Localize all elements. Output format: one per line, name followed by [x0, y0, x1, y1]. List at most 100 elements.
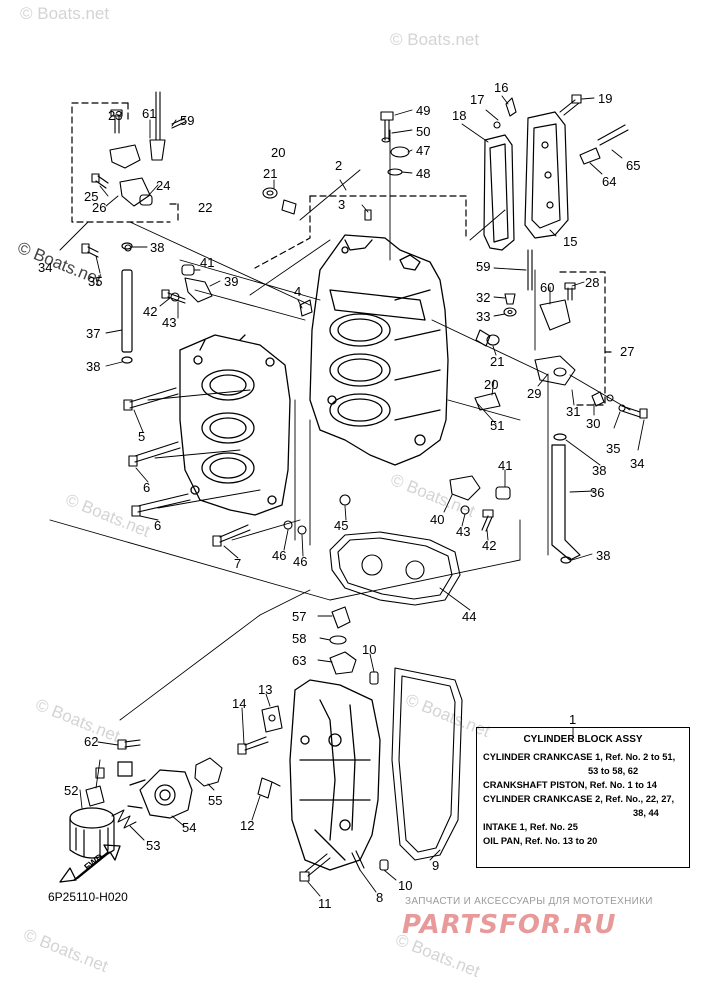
callout-label: 28: [585, 275, 599, 290]
crankcase-part: [179, 334, 291, 516]
callout-label: 57: [292, 609, 306, 624]
gasket-55-part: [194, 757, 223, 787]
callout-label: 10: [362, 642, 376, 657]
callout-label: 23: [108, 108, 122, 123]
callout-label: 14: [232, 696, 246, 711]
callout-label: 58: [292, 631, 306, 646]
callout-label: 61: [142, 106, 156, 121]
callout-label: 18: [452, 108, 466, 123]
callout-label: 59: [180, 113, 194, 128]
callout-label: 27: [620, 344, 634, 359]
callout-layer: 23 61 59 25 26 24 22 20 21 2 3 49 50 47 …: [38, 80, 644, 911]
callout-label: 21: [490, 354, 504, 369]
legend-line: CRANKSHAFT PISTON, Ref. No. 1 to 14: [483, 780, 657, 790]
callout-label: 52: [64, 783, 78, 798]
callout-label: 41: [498, 458, 512, 473]
callout-label: 17: [470, 92, 484, 107]
legend-line: OIL PAN, Ref. No. 13 to 20: [483, 836, 598, 846]
callout-label: 32: [476, 290, 490, 305]
callout-label: 22: [198, 200, 212, 215]
callout-label: 3: [338, 197, 345, 212]
group-22-box: [71, 102, 179, 223]
callout-label: 38: [150, 240, 164, 255]
exhaust-gasket-18-part: [483, 134, 515, 251]
oil-pan-gasket-part: [391, 667, 463, 861]
callout-label: 51: [490, 418, 504, 433]
leader-lines: [49, 129, 631, 721]
callout-leaders: [79, 95, 645, 897]
callout-label: 40: [430, 512, 444, 527]
callout-label: 53: [146, 838, 160, 853]
callout-label: 60: [540, 280, 554, 295]
callout-label: 4: [294, 284, 301, 299]
legend-line: 53 to 58, 62: [588, 766, 639, 776]
callout-label: 36: [590, 485, 604, 500]
callout-label: 6: [143, 480, 150, 495]
callout-label: 13: [258, 682, 272, 697]
callout-label: 19: [598, 91, 612, 106]
callout-label: 47: [416, 143, 430, 158]
pressure-switch-52: [85, 767, 105, 807]
callout-label: 50: [416, 124, 430, 139]
legend-line: CYLINDER CRANKCASE 1, Ref. No. 2 to 51,: [483, 752, 676, 762]
callout-label: 54: [182, 820, 196, 835]
callout-label: 38: [596, 548, 610, 563]
callout-label: 12: [240, 818, 254, 833]
callout-label: 5: [138, 429, 145, 444]
legend-line: CYLINDER CRANKCASE 2, Ref. No., 22, 27,: [483, 794, 675, 804]
callout-label: 62: [84, 734, 98, 749]
callout-label: 34: [38, 260, 52, 275]
callout-label: 24: [156, 178, 170, 193]
callout-label: 11: [318, 896, 332, 911]
callout-label: 42: [143, 304, 157, 319]
callout-label: 2: [335, 158, 342, 173]
shop-logo: PARTSFOR.RU: [402, 910, 617, 940]
cylinder-block-part: [309, 234, 449, 466]
callout-label: 34: [630, 456, 644, 471]
callout-label: 41: [200, 255, 214, 270]
callout-label: 38: [592, 463, 606, 478]
callout-label: 10: [398, 878, 412, 893]
legend-callout: 1: [569, 712, 576, 727]
callout-label: 49: [416, 103, 430, 118]
callout-label: 43: [456, 524, 470, 539]
callout-label: 48: [416, 166, 430, 181]
callout-label: 7: [234, 556, 241, 571]
callout-label: 46: [293, 554, 307, 569]
callout-label: 44: [462, 609, 476, 624]
legend-title: CYLINDER BLOCK ASSY: [523, 734, 643, 745]
callout-label: 63: [292, 653, 306, 668]
gasket-44-part: [329, 531, 461, 606]
oil-filter-part: [69, 807, 115, 859]
spring-53: [111, 809, 137, 829]
dipstick-tube-37: [121, 242, 133, 364]
callout-label: 35: [606, 441, 620, 456]
callout-label: 64: [602, 174, 616, 189]
diagram-code: 6P25110-H020: [48, 890, 128, 904]
callout-label: 37: [86, 326, 100, 341]
fwd-arrow: [59, 844, 121, 883]
callout-label: 42: [482, 538, 496, 553]
callout-label: 59: [476, 259, 490, 274]
group-2-box: [254, 195, 467, 269]
callout-label: 6: [154, 518, 161, 533]
callout-label: 33: [476, 309, 490, 324]
oil-pump-cover-part: [117, 761, 193, 819]
legend-line: 38, 44: [633, 808, 659, 818]
legend-line: INTAKE 1, Ref. No. 25: [483, 822, 578, 832]
callout-label: 8: [376, 890, 383, 905]
callout-label: 43: [162, 315, 176, 330]
callout-label: 9: [432, 858, 439, 873]
fwd-label: FWD: [82, 851, 105, 872]
sensor-group-27: [527, 124, 629, 386]
callout-label: 29: [527, 386, 541, 401]
callout-label: 30: [586, 416, 600, 431]
callout-label: 25: [84, 189, 98, 204]
exhaust-cover-15-part: [524, 111, 569, 239]
bracket-13-part: [261, 705, 283, 733]
callout-label: 46: [272, 548, 286, 563]
callout-label: 38: [86, 359, 100, 374]
callout-label: 15: [563, 234, 577, 249]
assembly-legend: CYLINDER BLOCK ASSY CYLINDER CRANKCASE 1…: [476, 727, 690, 868]
